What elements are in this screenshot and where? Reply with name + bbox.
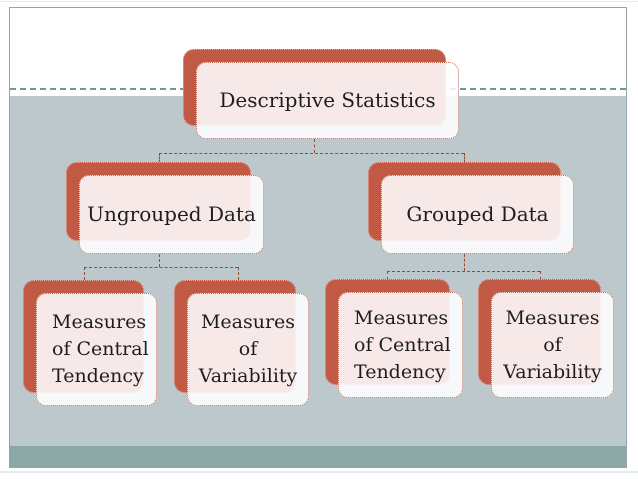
node-label: Grouped Data [406, 202, 549, 226]
node-label: Ungrouped Data [87, 202, 256, 226]
node-label: Measures of Central Tendency [52, 311, 149, 387]
node-label: Descriptive Statistics [219, 88, 436, 112]
node-label-box: Ungrouped Data [79, 175, 264, 254]
node-label-box: Grouped Data [381, 175, 574, 254]
node-label: Measures of Central Tendency [354, 306, 451, 383]
node-label-box: Measures of Variability [491, 292, 614, 398]
slide-footer-band [10, 446, 626, 467]
node-label: Measures of Variability [198, 311, 298, 387]
node-label-box: Measures of Variability [187, 293, 309, 406]
slide: Descriptive Statistics Ungrouped Data Gr… [9, 7, 627, 468]
page-bottom-edge-line [0, 471, 638, 473]
node-label-box: Descriptive Statistics [196, 62, 459, 139]
node-label-box: Measures of Central Tendency [338, 292, 463, 398]
node-label-box: Measures of Central Tendency [36, 293, 157, 406]
page-top-edge-line [0, 1, 638, 2]
node-label: Measures of Variability [503, 306, 602, 383]
